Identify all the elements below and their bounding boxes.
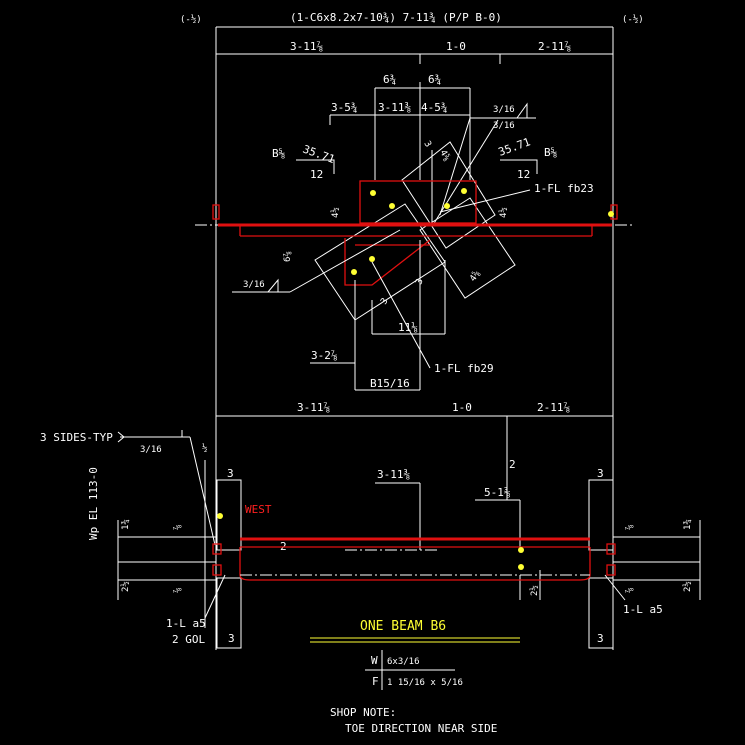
dim-center: 3-11⅜ [377,468,410,481]
small-dim-4-5-8-b: 4⅝ [468,269,482,284]
weld-symbol-left [232,229,401,293]
weld-right-b: 3/16 [493,121,515,131]
elevation-extension-lines [117,520,701,600]
dim-11: 11⅛ [398,321,418,334]
dim-bottom2-3: 2-11⅞ [537,401,570,414]
dim-bottom2-1: 3-11⅞ [297,401,330,414]
dim-7-8-a: ⅞ [173,525,183,530]
dim-3-left: 3 [227,467,234,480]
leader-fl-top [439,189,531,213]
bevel-right: B⅝ [544,146,558,159]
angle-right-label: 1-L a5 [623,603,663,616]
rotated-flange-outlines [314,119,516,321]
dim-bottom-1: 3-2⅞ [311,349,338,362]
schedule-f-value: 1 15/16 x 5/16 [387,678,463,688]
shop-note-text: TOE DIRECTION NEAR SIDE [345,722,497,735]
label-fl-top: 1-FL fb23 [534,182,594,195]
elevation-column-lines [204,420,614,650]
angle-left-label: 1-L a5 [166,617,206,630]
dim-3-bottom-left: 3 [228,632,235,645]
dim-upper2-1: 3-5¾ [331,101,358,114]
dim-1-3-4-left: 1¾ [121,519,131,530]
plan-beam-member [212,204,618,237]
dim-7-8-d: ⅞ [625,588,635,593]
weld-right-a: 3/16 [493,105,515,115]
three-sides-weld-symbol [117,430,216,546]
small-dim-4-1-2-right: 4½ [498,207,509,218]
dim-2-1-2-mid: 2½ [529,585,540,596]
small-dim-4-1-2-left: 4½ [330,207,341,218]
dim-top-3: 2-11⅞ [538,40,571,53]
dim-bottom2-2: 1-0 [452,401,472,414]
dim-2-1-2-right: 2½ [682,581,693,592]
plan-work-points [351,188,614,275]
shop-note-title: SHOP NOTE: [330,706,396,719]
slope-right-value: 35.71 [497,135,533,159]
dim-3-right: 3 [597,467,604,480]
beam-title: ONE BEAM B6 [360,619,446,634]
dim-7-8-b: ⅞ [173,588,183,593]
dim-2: 2 [509,458,516,471]
wp-elevation-label: Wp EL 113-0 [87,467,100,540]
slope-right-run: 12 [517,168,530,181]
dim-7-8-c: ⅞ [625,525,635,530]
slope-triangles [296,159,538,174]
left-tag: (-½) [180,14,202,25]
dim-3-bottom-right: 3 [597,632,604,645]
member-schedule [365,650,455,690]
dim-5: 5-1⅜ [484,486,511,499]
elevation-center-dims [375,416,541,600]
gol-left-label: 2 GOL [172,633,205,646]
west-label: WEST [245,503,272,516]
dim-bottom-2: B15/16 [370,377,410,390]
schedule-f-label: F [372,675,379,688]
label-fl-bottom: 1-FL fb29 [434,362,494,375]
dim-upper-1: 6¾ [383,73,396,86]
dim-upper2-3: 4-5¾ [421,101,448,114]
slope-left-value: 35.71 [301,143,337,167]
dim-1-3-4-right: 1¾ [683,519,693,530]
dim-upper-2: 6¾ [428,73,441,86]
elevation-beam-member [212,537,616,581]
dim-half: ½ [202,443,207,454]
red-flange-top [359,180,477,224]
top-dimension-line [215,26,614,420]
weld-left-a: 3/16 [243,280,265,290]
right-tag: (-½) [622,14,644,25]
angle-leaders [204,574,626,619]
schedule-w-value: 6x3/16 [387,657,420,667]
lower-dimension-lines [310,240,446,391]
slope-left-run: 12 [310,168,323,181]
dim-2-1-2-left: 2½ [120,581,131,592]
header-main-label: (1-C6x8.2x7-10¾) 7-11¾ (P/P B-0) [290,11,502,24]
dim-top-1: 3-11⅞ [290,40,323,53]
small-dim-6-7-8: 6⅞ [283,251,293,262]
three-sides-weld-size: 3/16 [140,445,162,455]
three-sides-label: 3 SIDES-TYP [40,431,113,444]
small-dim-3: 3 [421,140,432,150]
dim-upper2-2: 3-11⅜ [378,101,411,114]
dim-top-2: 1-0 [446,40,466,53]
small-dim-3-b: 3 [379,297,390,307]
weld-symbol-upper-right [439,102,536,216]
small-dim-4-5-8: 4⅝ [437,149,451,163]
bevel-left: B⅝ [272,147,286,160]
elevation-work-points [217,513,524,570]
upper-dimension-lines [329,82,471,180]
schedule-w-label: W [371,654,378,667]
